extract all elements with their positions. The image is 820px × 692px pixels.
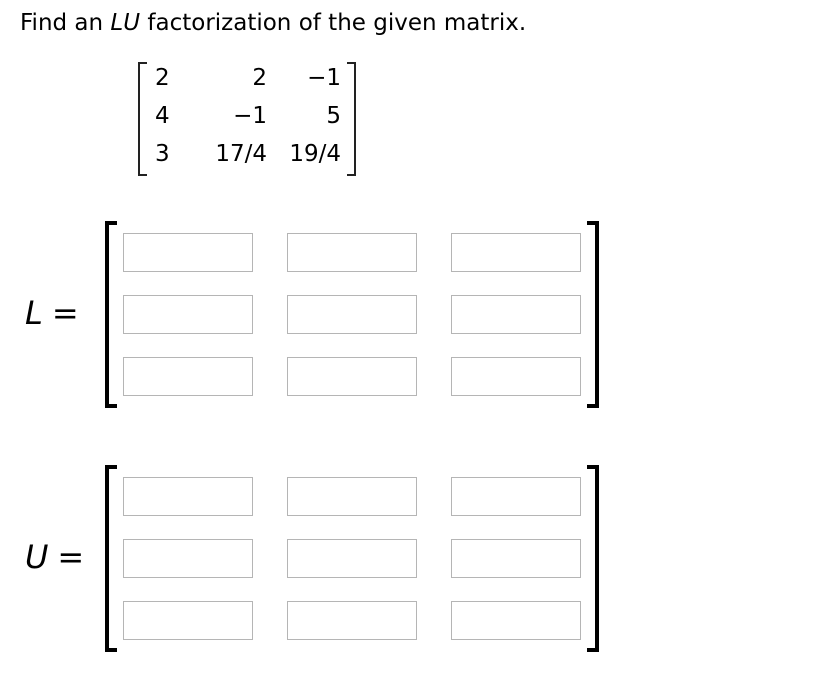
problem-title: Find an LU factorization of the given ma… — [20, 9, 526, 37]
matrix-cell: 4 — [155, 103, 170, 129]
u-equals-label: U= — [25, 538, 84, 576]
u-matrix-inputs — [123, 477, 581, 640]
l-matrix-input-r3c2[interactable] — [287, 357, 417, 396]
matrix-cell: 17/4 — [215, 141, 267, 167]
u-matrix-input-r2c1[interactable] — [123, 539, 253, 578]
l-matrix-right-bracket — [587, 221, 599, 408]
l-matrix-input-r2c1[interactable] — [123, 295, 253, 334]
u-variable: U — [25, 538, 49, 576]
u-equals-sign: = — [57, 538, 85, 576]
matrix-cell: −1 — [307, 65, 341, 91]
title-suffix: factorization of the given matrix. — [140, 10, 527, 36]
u-matrix-input-r1c3[interactable] — [451, 477, 581, 516]
l-matrix-input-r1c2[interactable] — [287, 233, 417, 272]
l-equals-sign: = — [51, 294, 79, 332]
u-matrix-input-r3c1[interactable] — [123, 601, 253, 640]
u-matrix-left-bracket — [105, 465, 117, 652]
matrix-cell: 2 — [252, 65, 267, 91]
matrix-cell: 5 — [326, 103, 341, 129]
u-matrix-input-r1c1[interactable] — [123, 477, 253, 516]
given-matrix-left-bracket — [138, 62, 147, 176]
l-equals-label: L= — [25, 294, 79, 332]
u-matrix-right-bracket — [587, 465, 599, 652]
u-matrix-input-r3c3[interactable] — [451, 601, 581, 640]
l-matrix-inputs — [123, 233, 581, 396]
l-matrix-input-r1c1[interactable] — [123, 233, 253, 272]
l-matrix-input-r2c2[interactable] — [287, 295, 417, 334]
u-matrix-input-r2c3[interactable] — [451, 539, 581, 578]
l-variable: L — [25, 294, 43, 332]
matrix-cell: 19/4 — [289, 141, 341, 167]
l-matrix-input-r3c1[interactable] — [123, 357, 253, 396]
matrix-cell: 2 — [155, 65, 170, 91]
matrix-cell: 3 — [155, 141, 170, 167]
title-prefix: Find an — [20, 10, 111, 36]
given-matrix-right-bracket — [347, 62, 356, 176]
given-matrix: 2 2 −1 4 −1 5 3 17/4 19/4 — [155, 59, 341, 173]
u-matrix-input-r2c2[interactable] — [287, 539, 417, 578]
u-matrix-input-r1c2[interactable] — [287, 477, 417, 516]
l-matrix-input-r3c3[interactable] — [451, 357, 581, 396]
matrix-cell: −1 — [233, 103, 267, 129]
l-matrix-input-r2c3[interactable] — [451, 295, 581, 334]
l-matrix-input-r1c3[interactable] — [451, 233, 581, 272]
u-matrix-input-r3c2[interactable] — [287, 601, 417, 640]
title-math-lu: LU — [110, 10, 141, 36]
l-matrix-left-bracket — [105, 221, 117, 408]
